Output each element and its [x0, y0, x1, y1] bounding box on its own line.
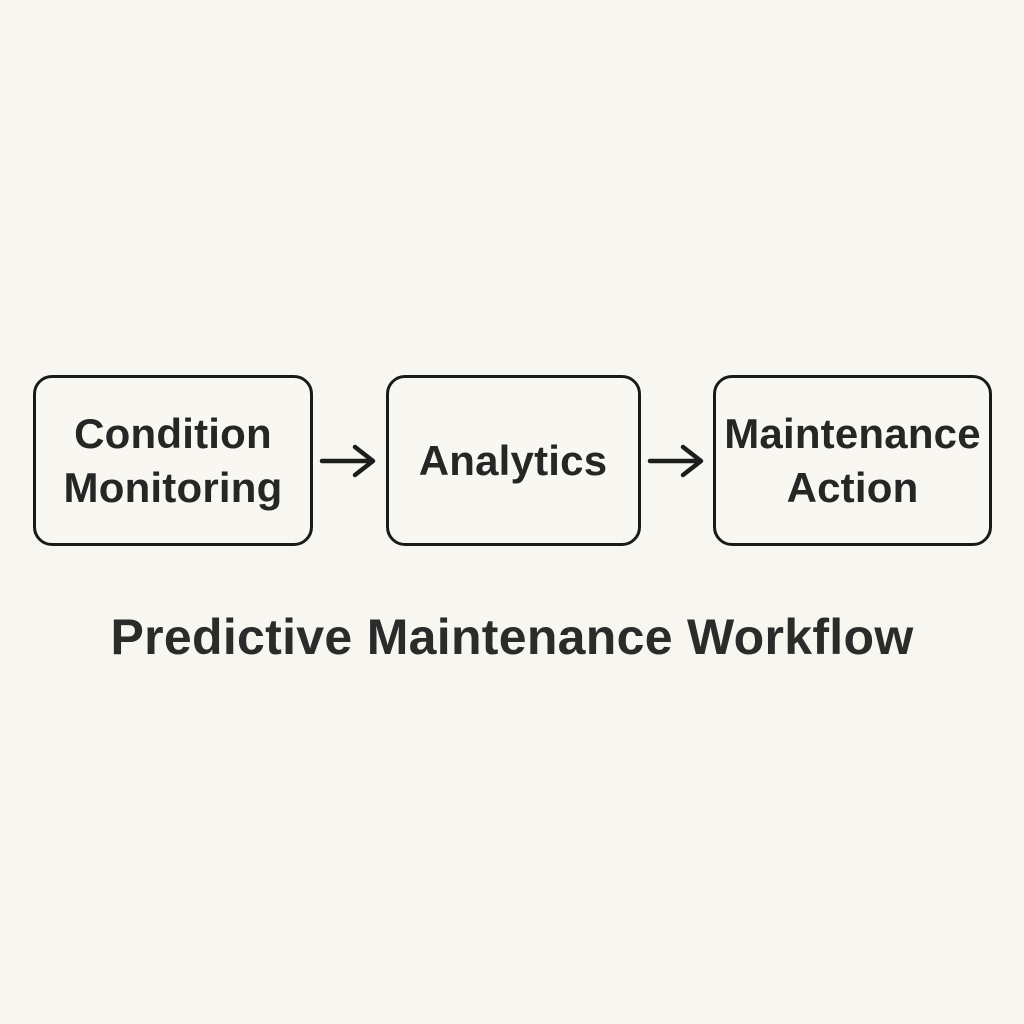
node-label: Maintenance Action: [724, 409, 981, 511]
diagram-title: Predictive Maintenance Workflow: [110, 609, 914, 665]
node-label: Analytics: [418, 436, 608, 484]
connector-2: [641, 375, 714, 546]
node-label: Condition Monitoring: [63, 409, 283, 511]
node-maintenance-action: Maintenance Action: [713, 375, 992, 546]
connector-1: [313, 375, 386, 546]
node-condition-monitoring: Condition Monitoring: [33, 375, 313, 546]
workflow-row: Condition Monitoring Analytics Maint: [33, 375, 992, 546]
node-analytics: Analytics: [385, 375, 641, 546]
arrow-right-icon: [319, 442, 379, 480]
arrow-right-icon: [647, 442, 707, 480]
